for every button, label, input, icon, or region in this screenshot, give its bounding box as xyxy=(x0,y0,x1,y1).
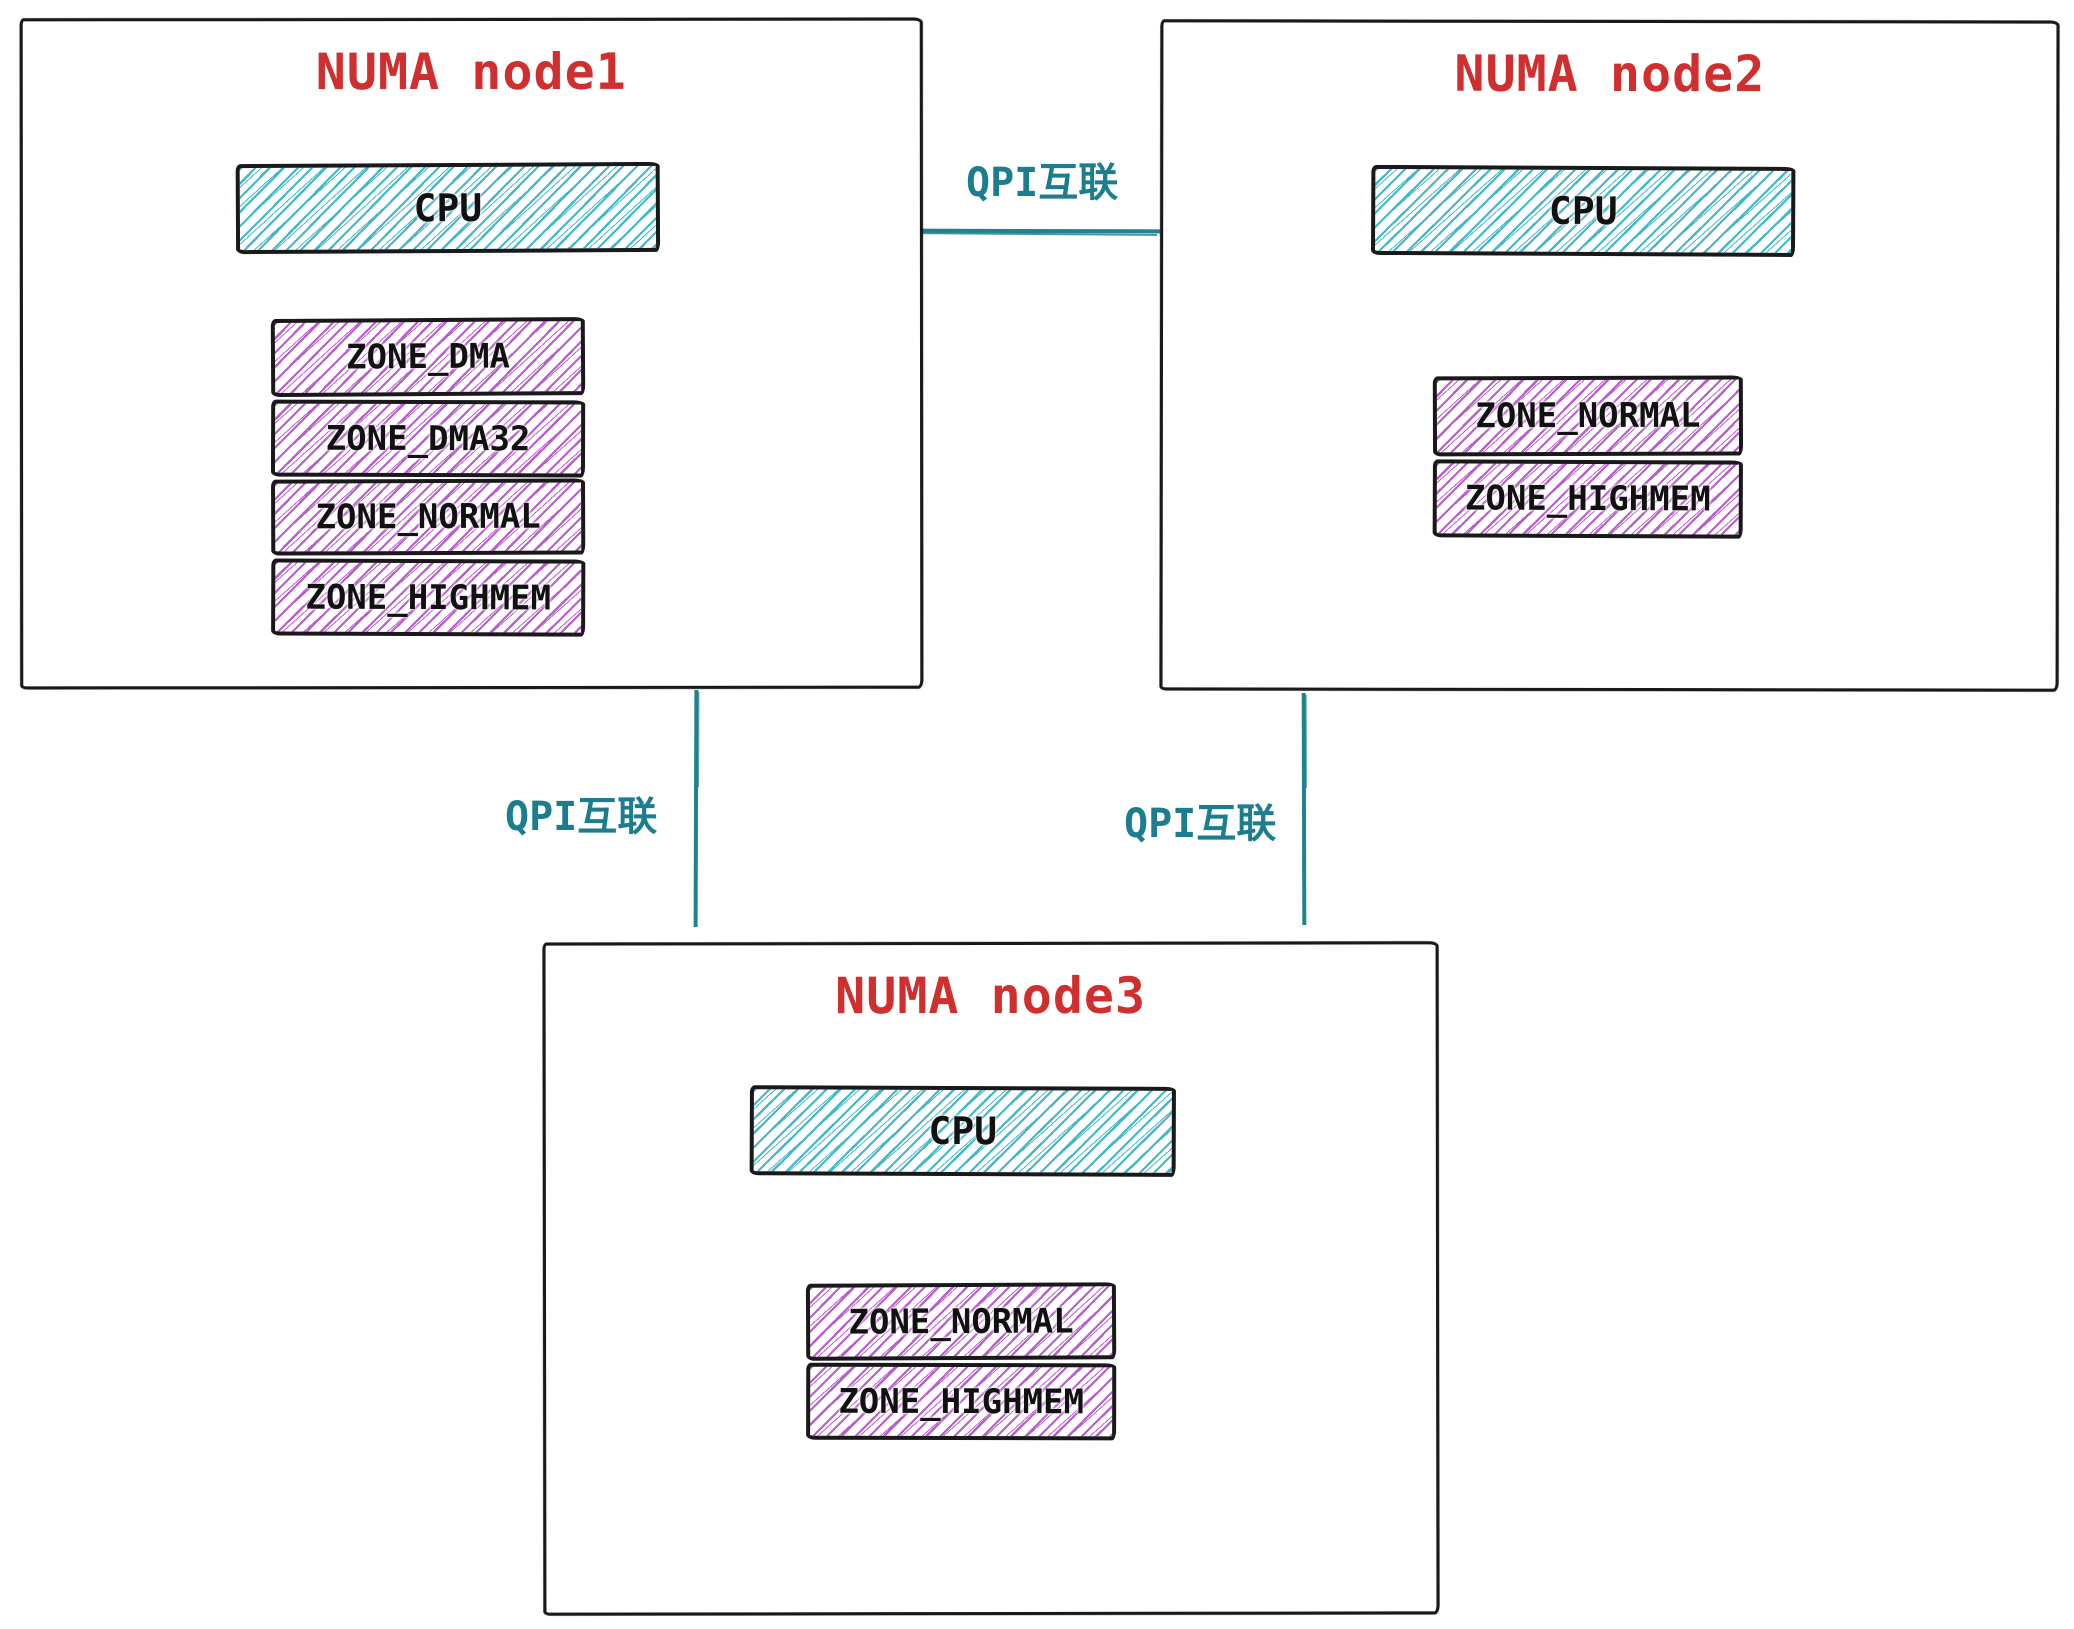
numa-node2-zone-highmem-label: ZONE_HIGHMEM xyxy=(1464,478,1711,520)
numa-node1-box: NUMA node1 CPU ZONE_DMA ZONE_DMA32 ZONE_… xyxy=(19,17,924,690)
numa-node3-cpu-box: CPU xyxy=(749,1085,1176,1177)
numa-node2-cpu-box: CPU xyxy=(1370,164,1796,257)
numa-node1-cpu-box: CPU xyxy=(235,161,661,255)
numa-node1-zone-dma32-box: ZONE_DMA32 xyxy=(270,399,586,478)
qpi-link-line-node1-node3 xyxy=(693,689,698,928)
numa-node2-title: NUMA node2 xyxy=(1454,44,1766,104)
numa-node1-zone-normal-label: ZONE_NORMAL xyxy=(315,496,541,538)
numa-node2-zone-normal-label: ZONE_NORMAL xyxy=(1475,395,1701,437)
numa-node1-zone-highmem-label: ZONE_HIGHMEM xyxy=(305,577,552,618)
numa-node1-zone-dma32-label: ZONE_DMA32 xyxy=(325,418,531,459)
qpi-link-line-node1-node2 xyxy=(916,228,1161,233)
numa-node3-box: NUMA node3 CPU ZONE_NORMAL ZONE_HIGHMEM xyxy=(542,941,1440,1616)
numa-node3-zone-normal-box: ZONE_NORMAL xyxy=(805,1282,1117,1361)
numa-node2-zone-normal-box: ZONE_NORMAL xyxy=(1432,375,1744,457)
numa-node1-zone-highmem-box: ZONE_HIGHMEM xyxy=(271,558,586,637)
numa-node3-zone-highmem-label: ZONE_HIGHMEM xyxy=(838,1381,1085,1422)
numa-node1-zone-dma-label: ZONE_DMA xyxy=(345,336,510,378)
numa-node2-cpu-label: CPU xyxy=(1548,188,1618,234)
numa-node1-zone-dma-box: ZONE_DMA xyxy=(270,317,586,397)
numa-node1-cpu-label: CPU xyxy=(413,185,483,231)
numa-node3-cpu-label: CPU xyxy=(928,1108,998,1154)
qpi-link-label-top: QPI互联 xyxy=(966,160,1119,206)
numa-node1-title: NUMA node1 xyxy=(315,42,627,102)
qpi-link-line-node2-node3 xyxy=(1301,692,1306,926)
numa-node1-zone-normal-box: ZONE_NORMAL xyxy=(271,478,586,556)
numa-node2-zone-highmem-box: ZONE_HIGHMEM xyxy=(1432,459,1743,539)
numa-node3-zone-highmem-box: ZONE_HIGHMEM xyxy=(806,1362,1117,1441)
qpi-link-label-left: QPI互联 xyxy=(505,794,658,840)
qpi-link-label-right: QPI互联 xyxy=(1124,801,1277,847)
numa-node3-zone-normal-label: ZONE_NORMAL xyxy=(848,1300,1074,1343)
numa-node3-title: NUMA node3 xyxy=(835,966,1147,1026)
numa-node2-box: NUMA node2 CPU ZONE_NORMAL ZONE_HIGHMEM xyxy=(1159,19,2060,692)
